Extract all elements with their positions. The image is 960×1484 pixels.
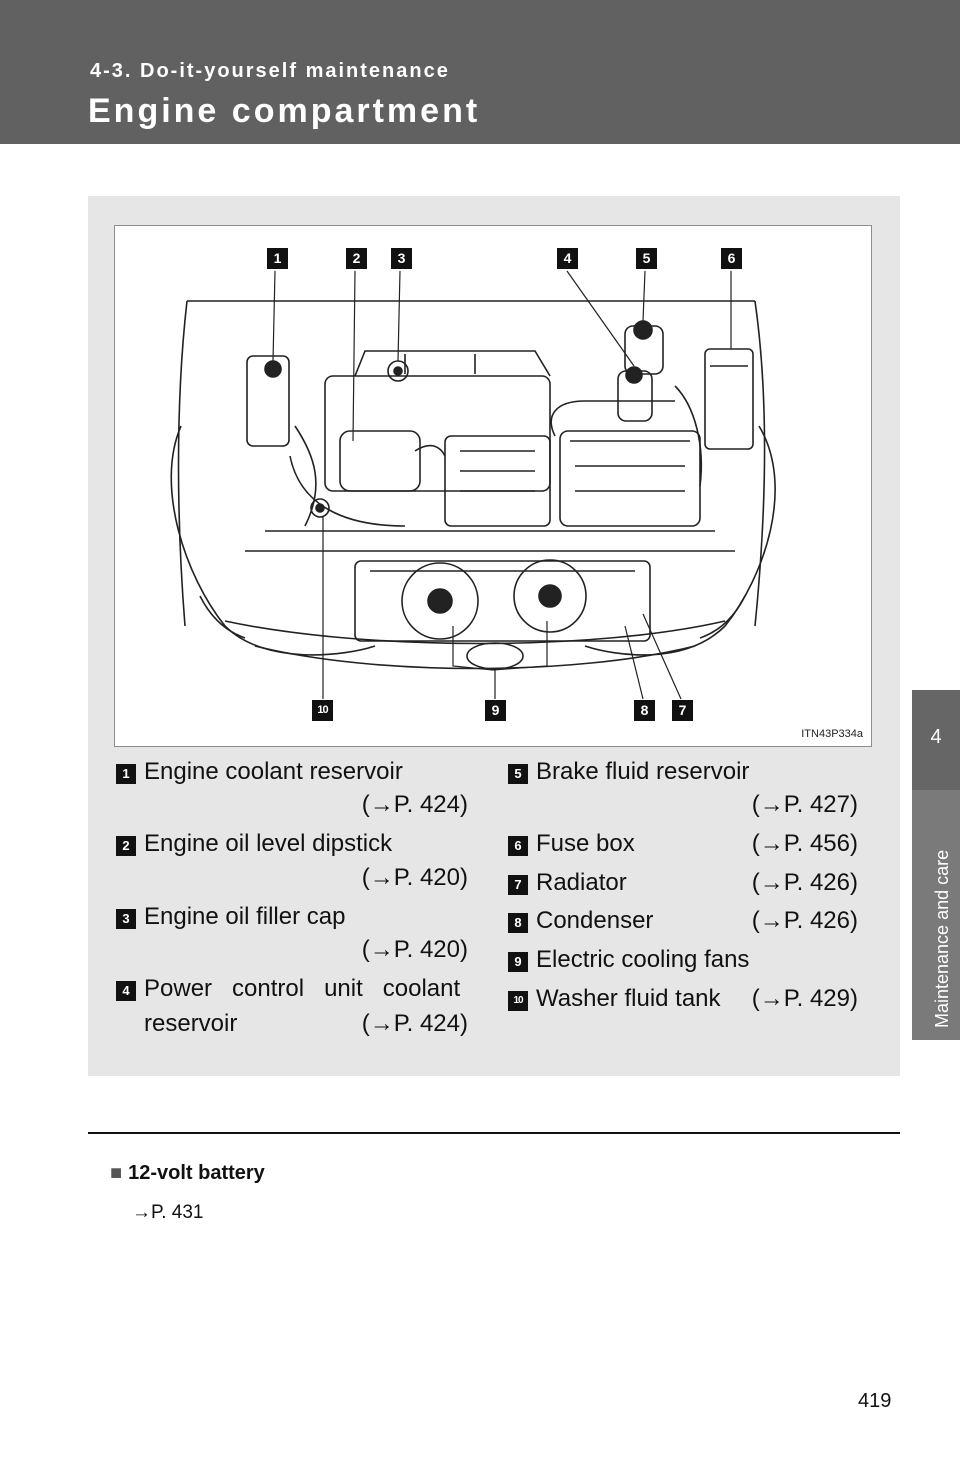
callout-9: 9 — [485, 700, 506, 721]
item-3-label: Engine oil filler cap — [144, 903, 346, 930]
section-title: 4-3. Do-it-yourself maintenance — [90, 60, 450, 82]
item-1-badge: 1 — [116, 764, 136, 784]
chapter-tab-label: Maintenance and care — [932, 849, 952, 1028]
item-7-badge: 7 — [508, 875, 528, 895]
item-10-label: Washer fluid tank — [536, 985, 721, 1012]
note-page-link[interactable]: →P. 431 — [132, 1202, 204, 1223]
item-9-badge: 9 — [508, 952, 528, 972]
item-5-badge: 5 — [508, 764, 528, 784]
callout-3: 3 — [391, 248, 412, 269]
callout-4: 4 — [557, 248, 578, 269]
item-3-ref: (→P. 420) — [361, 936, 468, 963]
section-divider — [88, 1132, 900, 1134]
item-6-label: Fuse box — [536, 830, 635, 857]
item-10-badge: 10 — [508, 991, 528, 1011]
item-1-label: Engine coolant reservoir — [144, 758, 403, 785]
item-8-label: Condenser — [536, 907, 654, 934]
callout-6: 6 — [721, 248, 742, 269]
callout-7: 7 — [672, 700, 693, 721]
page-title: Engine compartment — [88, 92, 481, 130]
callout-2: 2 — [346, 248, 367, 269]
note-marker: ■ — [110, 1162, 123, 1184]
item-2-ref: (→P. 420) — [361, 864, 468, 891]
callout-1: 1 — [267, 248, 288, 269]
item-4-badge: 4 — [116, 981, 136, 1001]
item-4-label-continued: reservoir — [144, 1010, 238, 1037]
item-5-label: Brake fluid reservoir — [536, 758, 750, 785]
item-7-ref: (→P. 426) — [751, 869, 858, 896]
page-header: 4-3. Do-it-yourself maintenance Engine c… — [0, 0, 960, 144]
item-6-badge: 6 — [508, 836, 528, 856]
item-8-ref: (→P. 426) — [751, 907, 858, 934]
page-number: 419 — [858, 1390, 892, 1412]
chapter-tab[interactable]: 4 — [912, 690, 960, 790]
item-4-ref: (→P. 424) — [361, 1010, 468, 1037]
item-2-badge: 2 — [116, 836, 136, 856]
chapter-tab-label-area — [912, 790, 960, 1040]
engine-drawing — [170, 270, 776, 700]
item-2-label: Engine oil level dipstick — [144, 830, 393, 857]
note-heading: ■12-volt battery — [110, 1162, 265, 1185]
callout-10: 10 — [312, 700, 333, 721]
item-10-ref: (→P. 429) — [751, 985, 858, 1012]
engine-illustration: 1 2 3 4 5 6 7 8 9 10 ITN43P334a — [114, 225, 872, 747]
item-5-ref: (→P. 427) — [751, 791, 858, 818]
item-8-badge: 8 — [508, 913, 528, 933]
callout-8: 8 — [634, 700, 655, 721]
item-1-ref: (→P. 424) — [361, 791, 468, 818]
note-heading-text: 12-volt battery — [128, 1162, 265, 1184]
item-6-ref: (→P. 456) — [751, 830, 858, 857]
figure-code: ITN43P334a — [801, 728, 863, 740]
callout-5: 5 — [636, 248, 657, 269]
item-3-badge: 3 — [116, 909, 136, 929]
item-7-label: Radiator — [536, 869, 627, 896]
item-4-label: Power control unit coolant — [144, 975, 461, 1002]
chapter-tab-number: 4 — [930, 726, 942, 748]
item-9-label: Electric cooling fans — [536, 946, 750, 973]
